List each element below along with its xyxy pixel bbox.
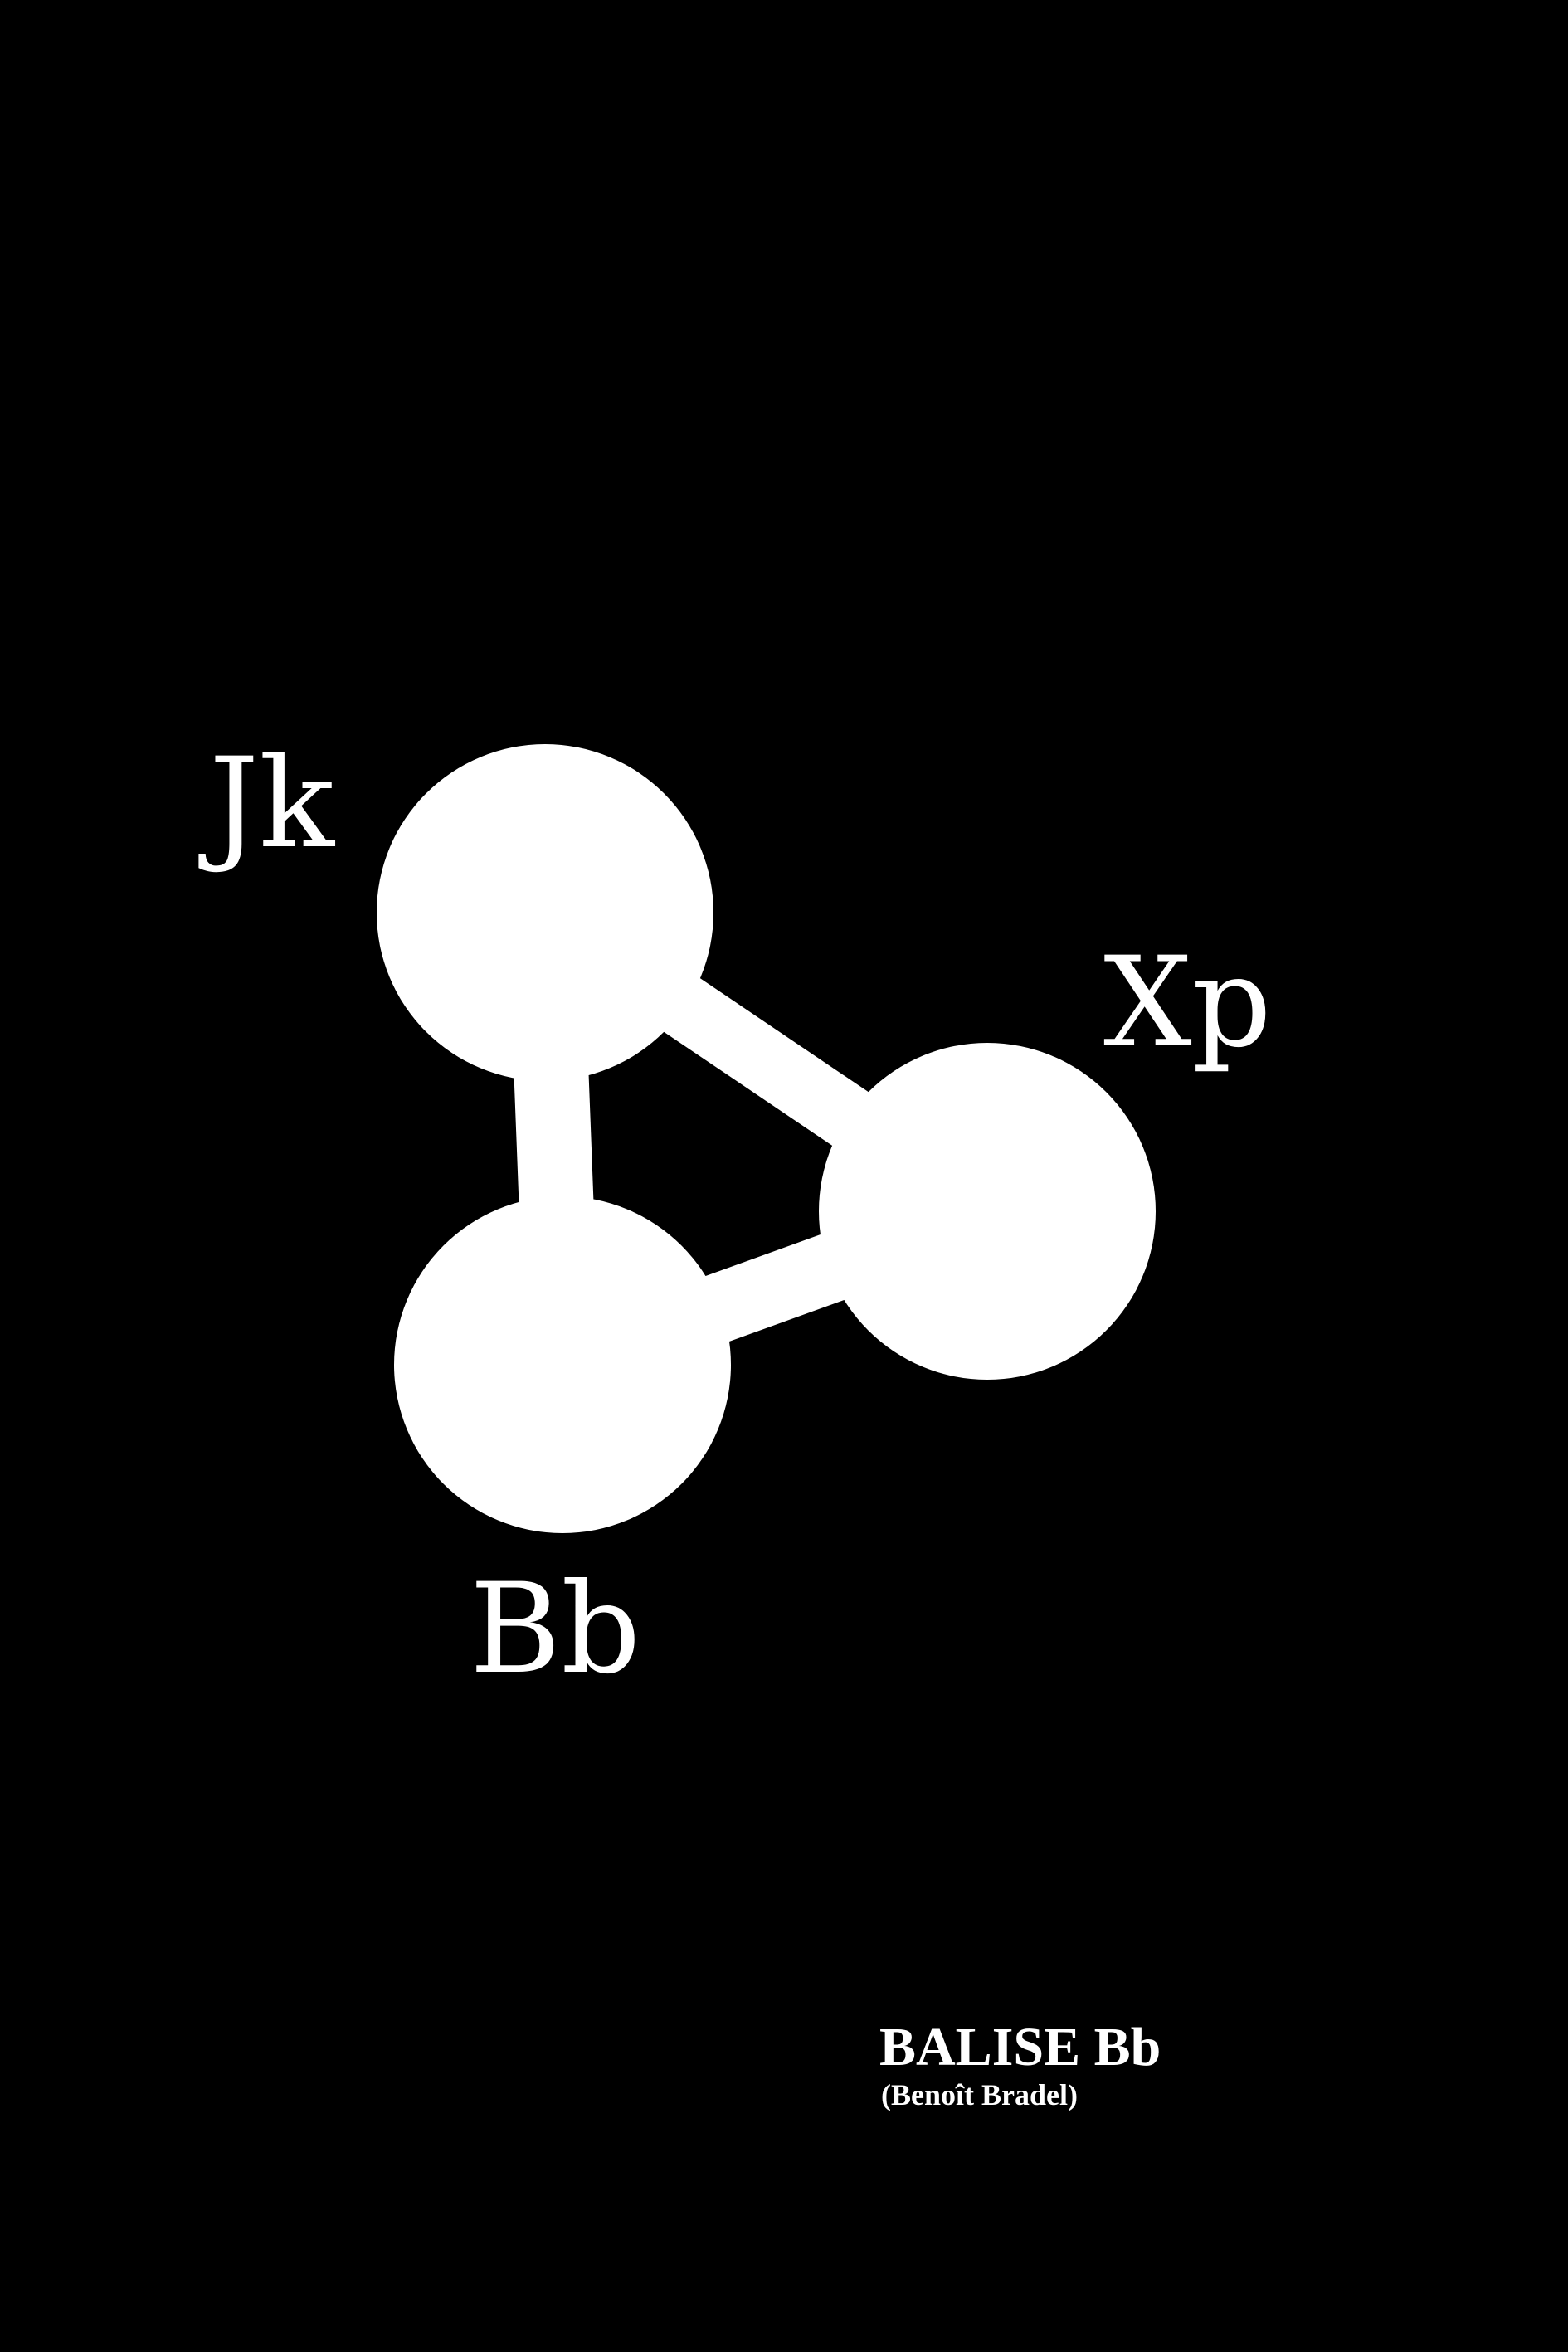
credit-title: BALISE Bb bbox=[879, 2017, 1161, 2077]
node-xp bbox=[819, 1043, 1156, 1380]
node-jk bbox=[377, 744, 713, 1081]
node-label-bb: Bb bbox=[470, 1557, 640, 1702]
node-bb bbox=[394, 1196, 731, 1533]
node-label-jk: Jk bbox=[198, 732, 335, 876]
credit-author: (Benoît Bradel) bbox=[881, 2078, 1078, 2111]
node-label-xp: Xp bbox=[1103, 931, 1272, 1075]
